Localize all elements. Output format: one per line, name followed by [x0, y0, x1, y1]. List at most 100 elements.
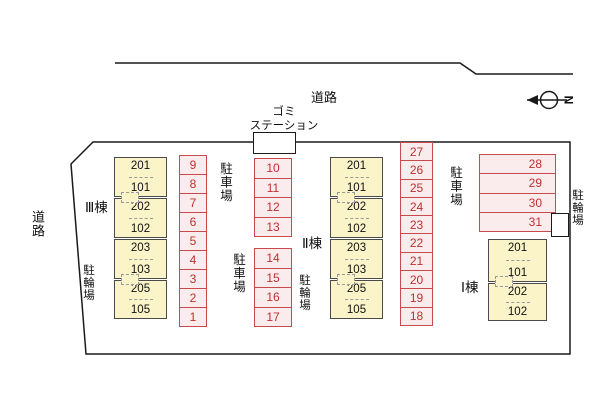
- parking-cell: 2: [180, 288, 206, 307]
- parking-cell: 10: [266, 161, 280, 176]
- parking-cell: 1: [180, 307, 206, 326]
- road-label-top: 道路: [311, 90, 338, 105]
- stair-landing: [121, 274, 139, 285]
- room-number: 101: [130, 182, 151, 194]
- parking-cell: 9: [189, 158, 197, 172]
- parking-cell: 12: [255, 197, 291, 217]
- parking-cell: 27: [409, 144, 424, 159]
- parking-cell: 17: [255, 306, 291, 327]
- stair-dashed-line: [128, 176, 153, 178]
- garbage-station-line1: ゴミ: [272, 106, 296, 118]
- parking-cell: 14: [266, 251, 280, 266]
- building-3-unit: 201 101: [114, 157, 167, 197]
- parking-cell: 16: [255, 287, 291, 307]
- room-number: 201: [346, 160, 367, 172]
- room-number: 102: [507, 306, 528, 318]
- building-2-unit: 205 105: [330, 280, 383, 319]
- site-boundary: [70, 141, 571, 355]
- parking-lot-label: 駐車場: [231, 253, 245, 294]
- building-3-unit: 202 102: [114, 198, 167, 238]
- stair-landing: [495, 276, 513, 287]
- bicycle-parking-box-right: [551, 213, 569, 237]
- parking-block-right: 28 29 30 31: [479, 154, 556, 232]
- north-arrow-icon: [527, 90, 567, 110]
- stair-landing: [337, 192, 355, 203]
- parking-cell: 5: [180, 231, 206, 250]
- road-label-left: 道路: [30, 210, 45, 238]
- parking-cell: 13: [255, 216, 291, 237]
- parking-cell: 23: [401, 215, 432, 233]
- stair-dashed-line: [505, 260, 530, 261]
- room-number: 202: [507, 286, 528, 298]
- bicycle-parking-label-mid: 駐輪場: [298, 274, 310, 312]
- parking-lot-label: 駐車場: [218, 162, 232, 203]
- building-2-unit: 201 101: [330, 157, 383, 197]
- building-2-unit: 203 103: [330, 239, 383, 279]
- parking-column-left: 9 8 7 6 5 4 3 2 1: [179, 155, 207, 327]
- building-3-label: Ⅲ棟: [85, 200, 108, 215]
- garbage-station-box: [253, 132, 296, 154]
- room-number: 103: [130, 264, 151, 276]
- building-1-unit: 202 102: [488, 283, 547, 321]
- parking-cell: 30: [480, 192, 555, 212]
- building-3-unit: 203 103: [114, 239, 167, 279]
- bicycle-parking-label-right: 駐輪場: [571, 189, 583, 227]
- stair-dashed-line: [344, 258, 369, 260]
- stair-dashed-line: [128, 299, 153, 300]
- parking-cell: 3: [180, 269, 206, 288]
- room-number: 201: [130, 160, 151, 172]
- parking-cell: 29: [480, 173, 555, 192]
- parking-lot-label: 駐車場: [448, 166, 462, 207]
- room-number: 105: [130, 304, 151, 316]
- building-2-label: Ⅱ棟: [302, 236, 323, 251]
- parking-cell: 7: [180, 193, 206, 212]
- room-number: 205: [346, 283, 367, 295]
- room-number: 102: [346, 223, 367, 235]
- stair-dashed-line: [344, 299, 369, 300]
- parking-cell: 22: [401, 233, 432, 251]
- room-number: 205: [130, 283, 151, 295]
- parking-cell: 21: [401, 251, 432, 270]
- stair-dashed-line: [128, 217, 153, 219]
- building-1-label: Ⅰ棟: [461, 280, 479, 295]
- parking-cell: 6: [180, 212, 206, 231]
- building-3-unit: 205 105: [114, 280, 167, 319]
- stair-landing: [337, 274, 355, 285]
- room-number: 105: [346, 304, 367, 316]
- room-number: 201: [507, 242, 528, 254]
- parking-cell: 20: [401, 270, 432, 288]
- parking-cell: 11: [255, 177, 291, 198]
- room-number: 202: [346, 201, 367, 213]
- stair-landing: [121, 192, 139, 203]
- room-number: 101: [346, 182, 367, 194]
- stair-dashed-line: [505, 301, 530, 303]
- garbage-station-line2: ステーション: [249, 120, 319, 132]
- garbage-station-label: ゴミ ステーション: [238, 105, 330, 133]
- parking-column-mid-lower: 14 15 16 17: [254, 248, 292, 327]
- parking-cell: 26: [401, 160, 432, 178]
- building-1-unit: 201 101: [488, 239, 547, 282]
- top-road-line: [115, 62, 573, 75]
- room-number: 203: [346, 242, 367, 254]
- bicycle-parking-label-left: 駐輪場: [82, 264, 94, 302]
- parking-cell: 25: [401, 178, 432, 197]
- parking-cell: 28: [528, 157, 542, 172]
- parking-cell: 31: [480, 211, 555, 231]
- parking-cell: 15: [255, 267, 291, 288]
- parking-cell: 19: [401, 288, 432, 306]
- parking-cell: 4: [180, 250, 206, 269]
- parking-column-mid-upper: 10 11 12 13: [254, 158, 292, 237]
- parking-cell: 24: [401, 196, 432, 215]
- room-number: 202: [130, 201, 151, 213]
- stair-dashed-line: [344, 217, 369, 219]
- parking-cell: 8: [180, 174, 206, 193]
- stair-dashed-line: [344, 176, 369, 178]
- room-number: 103: [346, 264, 367, 276]
- room-number: 102: [130, 223, 151, 235]
- room-number: 203: [130, 242, 151, 254]
- parking-column-center: 27 26 25 24 23 22 21 20 19 18: [400, 142, 433, 326]
- north-label: N: [561, 95, 576, 105]
- building-2-unit: 202 102: [330, 198, 383, 238]
